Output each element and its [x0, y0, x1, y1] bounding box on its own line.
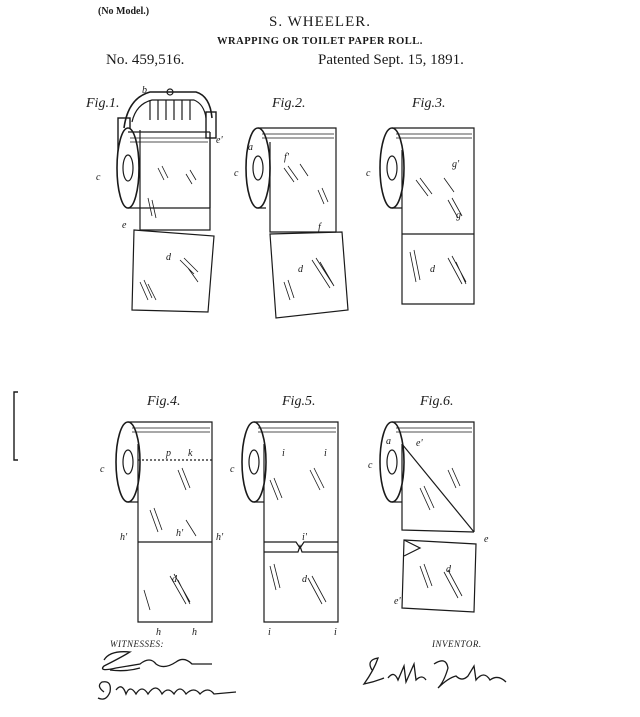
- svg-text:c: c: [368, 460, 373, 471]
- svg-text:c: c: [366, 168, 371, 179]
- svg-text:h': h': [176, 528, 184, 539]
- svg-text:c: c: [96, 172, 101, 183]
- svg-text:e': e': [216, 135, 223, 146]
- fig-4-drawing: p k c h' h' h' d h h: [100, 422, 224, 638]
- svg-text:b: b: [142, 85, 147, 96]
- svg-text:f': f': [284, 152, 290, 163]
- svg-text:i: i: [324, 448, 327, 459]
- svg-text:f: f: [318, 222, 322, 233]
- fig-6-drawing: a e' c e d e': [368, 422, 489, 612]
- fig-2-drawing: a f' c f d: [234, 128, 348, 318]
- svg-text:a: a: [248, 142, 253, 153]
- svg-text:e': e': [394, 596, 401, 607]
- svg-text:d: d: [302, 574, 308, 585]
- svg-text:e': e': [416, 438, 423, 449]
- svg-text:d: d: [166, 252, 172, 263]
- fig-3-drawing: g' c g d: [366, 128, 474, 304]
- margin-bracket: [14, 392, 18, 460]
- witness-signature-2: [98, 682, 236, 699]
- svg-text:g: g: [456, 210, 461, 221]
- svg-text:c: c: [234, 168, 239, 179]
- svg-text:d: d: [446, 564, 452, 575]
- svg-text:c: c: [230, 464, 235, 475]
- svg-text:c: c: [100, 464, 105, 475]
- svg-text:d: d: [298, 264, 304, 275]
- svg-text:i: i: [282, 448, 285, 459]
- svg-text:e: e: [484, 534, 489, 545]
- svg-text:g': g': [452, 159, 460, 170]
- svg-text:i': i': [302, 532, 308, 543]
- svg-text:i: i: [334, 627, 337, 638]
- fig-1-drawing: b e' c e d: [96, 85, 223, 312]
- svg-text:h': h': [216, 532, 224, 543]
- svg-text:e: e: [122, 220, 127, 231]
- svg-text:h': h': [120, 532, 128, 543]
- fig-5-drawing: i i c i' d i i: [230, 422, 338, 638]
- svg-text:h: h: [156, 627, 161, 638]
- svg-text:p: p: [165, 448, 171, 459]
- svg-text:d: d: [430, 264, 436, 275]
- witness-signature-1: [103, 652, 213, 671]
- svg-text:i: i: [268, 627, 271, 638]
- svg-text:h: h: [192, 627, 197, 638]
- inventor-signature: [364, 658, 506, 688]
- svg-text:k: k: [188, 448, 193, 459]
- svg-text:a: a: [386, 436, 391, 447]
